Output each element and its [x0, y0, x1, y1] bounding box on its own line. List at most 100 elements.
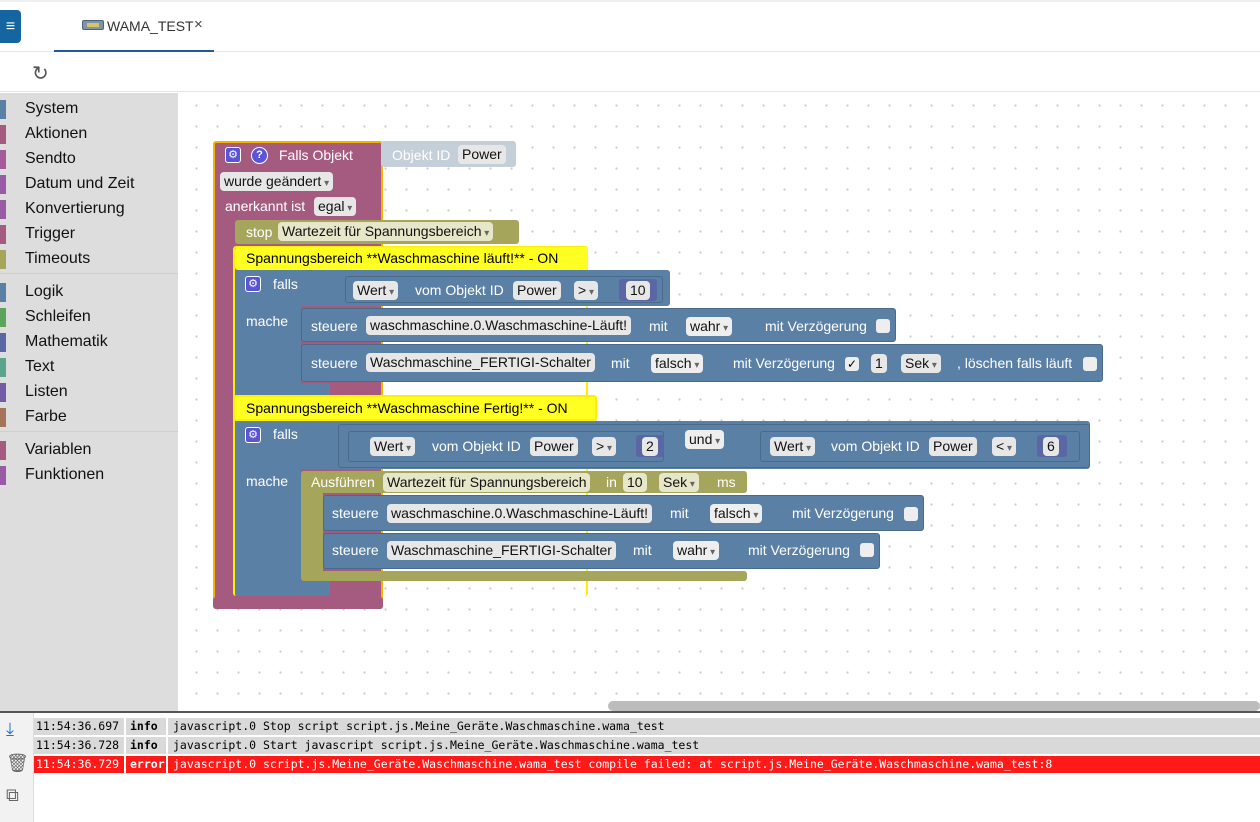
if2-falls: falls	[273, 426, 298, 442]
clear-checkbox[interactable]	[1083, 357, 1097, 371]
category-aktionen[interactable]: Aktionen	[0, 123, 178, 145]
category-label: Variablen	[25, 441, 92, 458]
stop-timer-dropdown[interactable]: Wartezeit für Spannungsbereich	[278, 222, 494, 241]
tab-wama-test[interactable]: WAMA_TEST ×	[54, 2, 214, 52]
delay-number[interactable]: 1	[871, 354, 887, 373]
obj-label: vom Objekt ID	[415, 282, 504, 298]
log-level: info	[128, 737, 168, 754]
category-label: Aktionen	[25, 125, 88, 142]
value-dropdown[interactable]: Wert	[353, 281, 399, 300]
and-dropdown[interactable]: und	[685, 430, 725, 449]
object-id-field[interactable]: Power	[530, 437, 578, 456]
delete-icon[interactable]: 🗑	[6, 753, 29, 773]
category-sendto[interactable]: Sendto	[0, 148, 178, 170]
exec-number[interactable]: 10	[623, 473, 647, 492]
menu-icon[interactable]: ≡	[0, 10, 21, 43]
category-color-bar	[0, 358, 6, 377]
category-trigger[interactable]: Trigger	[0, 223, 178, 245]
category-konvertierung[interactable]: Konvertierung	[0, 198, 178, 220]
reload-icon[interactable]: ↻	[32, 63, 49, 85]
if2-bottom	[235, 581, 330, 596]
category-color-bar	[0, 250, 6, 269]
category-label: Funktionen	[25, 466, 105, 483]
category-color-bar	[0, 308, 6, 327]
target-field[interactable]: waschmaschine.0.Waschmaschine-Läuft!	[366, 316, 632, 335]
download-icon[interactable]: ⤓	[6, 719, 14, 739]
mit-label: mit	[670, 505, 689, 521]
value-dropdown[interactable]: falsch	[710, 504, 763, 523]
copy-icon[interactable]: ⧉	[6, 785, 19, 805]
value-dropdown[interactable]: wahr	[686, 317, 733, 336]
help-icon[interactable]: ?	[251, 147, 268, 164]
category-mathematik[interactable]: Mathematik	[0, 331, 178, 353]
target-field[interactable]: Waschmaschine_FERTIGI-Schalter	[387, 541, 616, 560]
value-dropdown[interactable]: Wert	[370, 437, 416, 456]
target-field[interactable]: Waschmaschine_FERTIGI-Schalter	[366, 353, 595, 372]
ack-label: anerkannt ist	[225, 198, 306, 214]
top-bar: ≡ WAMA_TEST ×	[0, 0, 1260, 52]
number-field[interactable]: 2	[642, 437, 658, 456]
category-timeouts[interactable]: Timeouts	[0, 248, 178, 270]
category-funktionen[interactable]: Funktionen	[0, 464, 178, 486]
log-msg: javascript.0 Start javascript script.js.…	[173, 738, 700, 752]
exec-bottom	[301, 571, 747, 581]
if2-spine	[235, 421, 301, 596]
category-label: Timeouts	[25, 250, 91, 267]
category-label: Datum und Zeit	[25, 175, 135, 192]
unit-dropdown[interactable]: Sek	[659, 473, 699, 492]
object-id-field[interactable]: Power	[929, 437, 977, 456]
number-field[interactable]: 10	[626, 281, 650, 300]
gear-icon[interactable]: ⚙	[245, 276, 261, 292]
delay-checkbox[interactable]: ✓	[845, 357, 859, 371]
comment2-block[interactable]	[233, 395, 597, 421]
number-field[interactable]: 6	[1043, 437, 1059, 456]
close-icon[interactable]: ×	[194, 16, 203, 33]
ack-dropdown[interactable]: egal	[314, 197, 357, 216]
object-id-field[interactable]: Power	[513, 281, 561, 300]
steuere-label: steuere	[332, 505, 379, 521]
delay-checkbox[interactable]	[860, 543, 874, 557]
target-field[interactable]: waschmaschine.0.Waschmaschine-Läuft!	[387, 504, 653, 523]
steuere-label: steuere	[311, 355, 358, 371]
gear-icon[interactable]: ⚙	[225, 147, 241, 163]
category-farbe[interactable]: Farbe	[0, 406, 178, 428]
value-dropdown[interactable]: falsch	[651, 354, 704, 373]
delay-checkbox[interactable]	[876, 319, 890, 333]
event-dropdown[interactable]: wurde geändert	[220, 172, 334, 191]
category-datum-und-zeit[interactable]: Datum und Zeit	[0, 173, 178, 195]
category-label: Text	[25, 358, 55, 375]
if1-falls: falls	[273, 276, 298, 292]
in-label: in	[606, 474, 617, 490]
exec-timer-field[interactable]: Wartezeit für Spannungsbereich	[383, 473, 591, 492]
unit-dropdown[interactable]: Sek	[901, 354, 941, 373]
category-color-bar	[0, 383, 6, 402]
value-dropdown[interactable]: Wert	[770, 437, 816, 456]
log-level: error	[128, 756, 168, 773]
category-schleifen[interactable]: Schleifen	[0, 306, 178, 328]
category-label: Farbe	[25, 408, 67, 425]
category-logik[interactable]: Logik	[0, 281, 178, 303]
category-text[interactable]: Text	[0, 356, 178, 378]
value-dropdown[interactable]: wahr	[673, 541, 720, 560]
category-listen[interactable]: Listen	[0, 381, 178, 403]
toolbox-separator	[0, 431, 178, 432]
category-system[interactable]: System	[0, 98, 178, 120]
object-id-field[interactable]: Power	[458, 145, 506, 164]
operator-dropdown[interactable]: <	[992, 437, 1016, 456]
comment1-block[interactable]	[235, 247, 588, 270]
horizontal-scrollbar[interactable]	[608, 701, 1260, 711]
category-label: Konvertierung	[25, 200, 125, 217]
tab-label: WAMA_TEST	[107, 18, 194, 34]
category-variablen[interactable]: Variablen	[0, 439, 178, 461]
category-color-bar	[0, 283, 6, 302]
blockly-workspace[interactable]: ⚙ ? Falls Objekt Objekt ID Power wurde g…	[178, 93, 1260, 711]
category-label: Schleifen	[25, 308, 91, 325]
operator-dropdown[interactable]: >	[574, 281, 598, 300]
operator-dropdown[interactable]: >	[592, 437, 616, 456]
category-color-bar	[0, 125, 6, 144]
gear-icon[interactable]: ⚙	[245, 427, 261, 443]
delay-checkbox[interactable]	[904, 507, 918, 521]
